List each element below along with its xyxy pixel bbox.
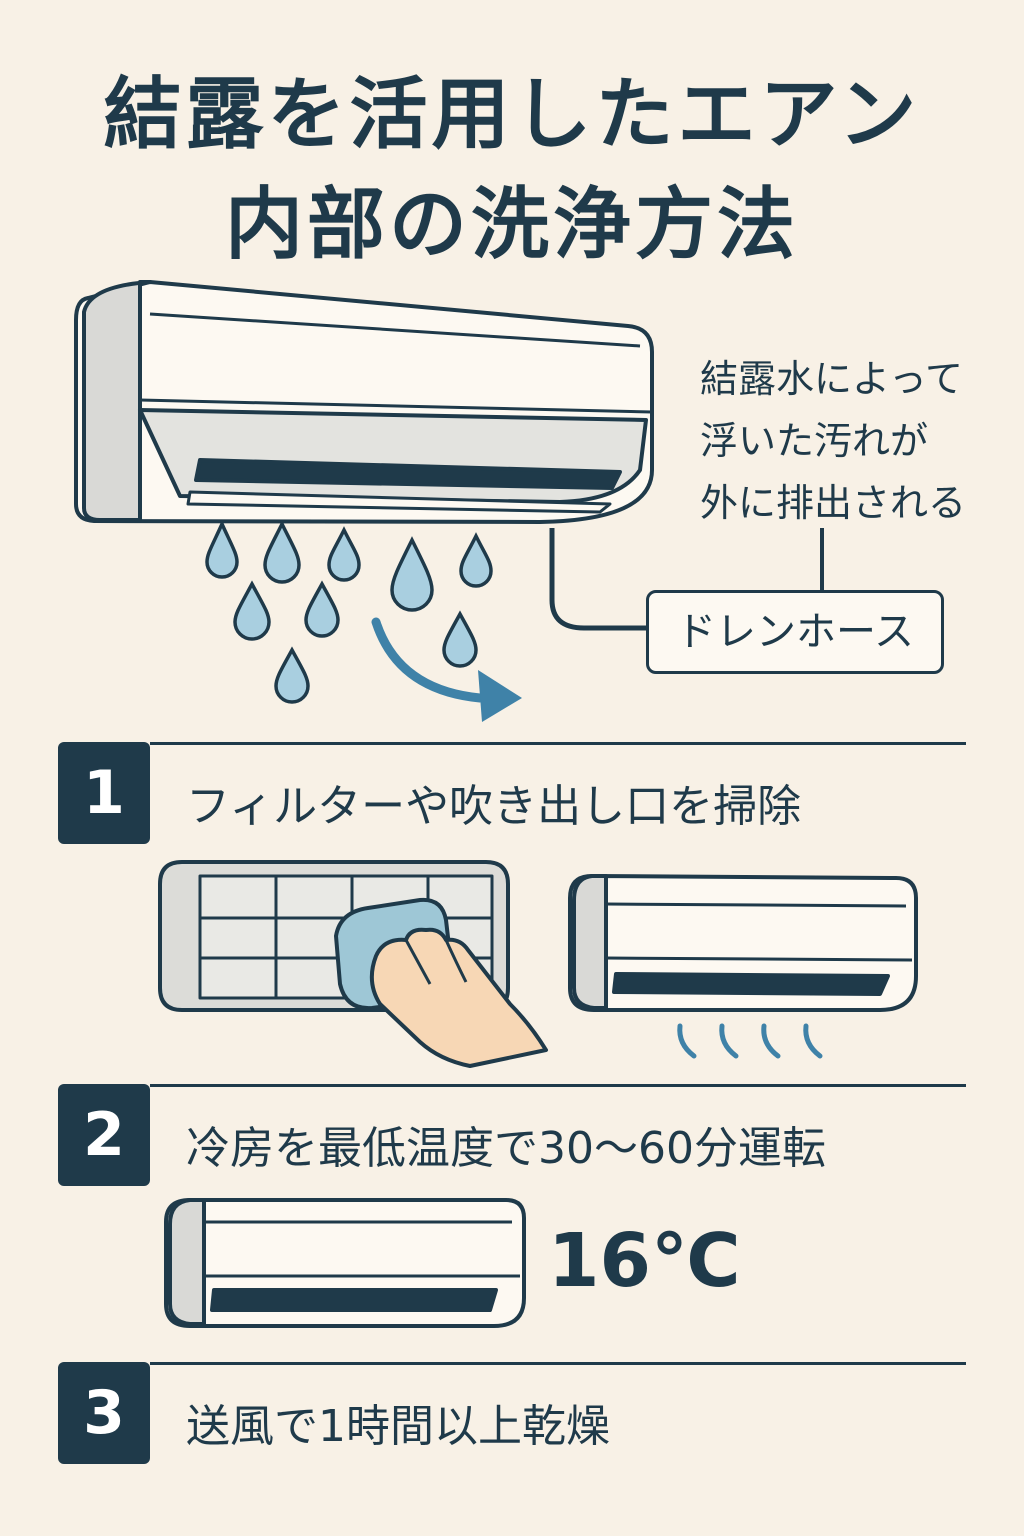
step-3-divider [150, 1362, 966, 1365]
water-drops [205, 519, 493, 704]
note-line: 外に排出される [700, 481, 967, 525]
air-conditioner-step1 [568, 874, 918, 1012]
step-3-badge: 3 [58, 1362, 150, 1464]
step-2-badge: 2 [58, 1084, 150, 1186]
step-1-badge: 1 [58, 742, 150, 844]
water-drop-icon [233, 580, 271, 641]
page-title-line-2: 内部の洗浄方法 [224, 180, 799, 270]
air-conditioner-step2 [164, 1198, 526, 1328]
drain-hose-label: ドレンホース [646, 590, 944, 674]
air-conditioner-main [74, 280, 654, 524]
step-2-divider [150, 1084, 966, 1087]
water-drop-icon [304, 580, 340, 638]
water-drop-icon [442, 610, 478, 668]
water-drop-icon [263, 520, 301, 584]
hand-icon [369, 927, 548, 1068]
water-drop-icon [327, 526, 361, 582]
step-1-text: フィルターや吹き出し口を掃除 [186, 781, 802, 832]
note-line: 浮いた汚れが [700, 419, 929, 463]
water-drop-icon [274, 646, 310, 704]
water-drop-icon [205, 519, 239, 579]
temperature-readout: 16℃ [548, 1218, 741, 1304]
step-3-text: 送風で1時間以上乾燥 [186, 1401, 610, 1452]
condensation-note: 結露水によって 浮いた汚れが 外に排出される [700, 348, 966, 534]
step-1-divider [150, 742, 966, 745]
page-title-line-1: 結露を活用したエアン [103, 70, 921, 160]
airflow-icon [677, 1023, 823, 1059]
water-drop-icon [390, 536, 434, 612]
step-2-text: 冷房を最低温度で30～60分運転 [186, 1123, 826, 1174]
water-drop-icon [459, 532, 493, 588]
drain-hose [549, 528, 646, 631]
flow-arrow-icon [371, 617, 522, 722]
note-line: 結露水によって [700, 357, 963, 401]
